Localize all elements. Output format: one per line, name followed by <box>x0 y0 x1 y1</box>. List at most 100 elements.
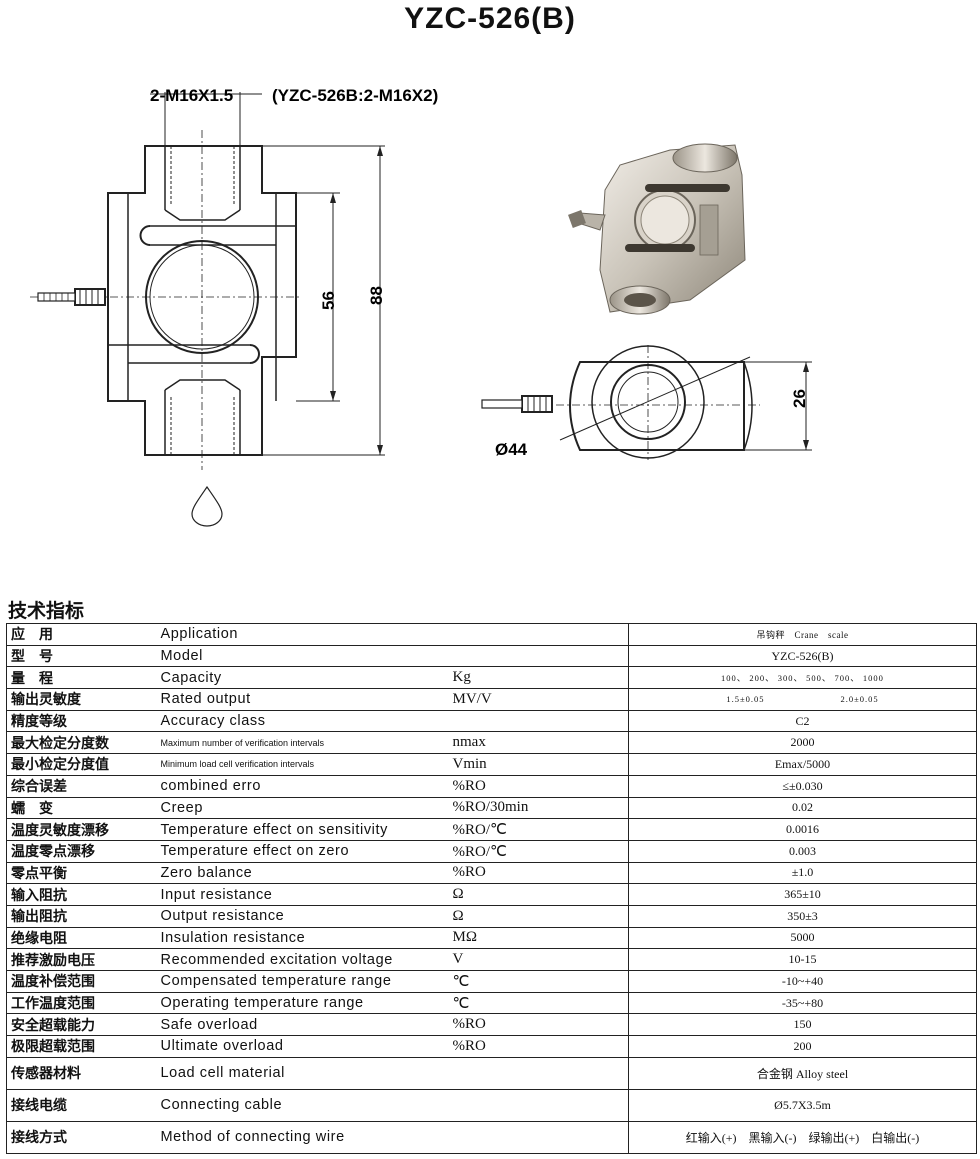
spec-unit <box>448 623 629 646</box>
spec-value: 合金钢 Alloy steel <box>628 1056 977 1090</box>
technical-drawing: 2-M16X1.5 (YZC-526B:2-M16X2) 56 88 26 Ø4… <box>30 86 812 527</box>
spec-value: 10-15 <box>628 948 977 971</box>
spec-name-en: Safe overload <box>156 1013 449 1037</box>
spec-unit: %RO/30min <box>448 796 629 820</box>
spec-name-en: combined erro <box>156 774 449 798</box>
spec-name-en: Maximum number of verification intervals <box>156 731 449 755</box>
dim-56: 56 <box>319 291 338 310</box>
spec-value: 0.0016 <box>628 818 977 841</box>
spec-name-zh: 工作温度范围 <box>6 991 157 1015</box>
spec-value: 红输入(+) 黑输入(-) 绿输出(+) 白输出(-) <box>628 1120 977 1154</box>
spec-name-zh: 绝缘电阻 <box>6 926 157 950</box>
spec-name-en: Application <box>156 623 449 646</box>
dimension-arrows <box>330 146 383 455</box>
spec-value: 0.003 <box>628 839 977 863</box>
spec-name-en: Insulation resistance <box>156 926 449 950</box>
spec-unit: %RO <box>448 861 629 885</box>
spec-unit: nmax <box>448 731 629 755</box>
spec-unit: ℃ <box>448 991 629 1015</box>
spec-name-zh: 型 号 <box>6 644 157 668</box>
spec-name-zh: 输出灵敏度 <box>6 688 157 711</box>
spec-unit: V <box>448 948 629 971</box>
spec-name-en: Creep <box>156 796 449 820</box>
spec-name-en: Ultimate overload <box>156 1035 449 1058</box>
spec-value: -10~+40 <box>628 970 977 993</box>
spec-unit: %RO/℃ <box>448 818 629 841</box>
spec-unit: MΩ <box>448 926 629 950</box>
spec-name-zh: 安全超载能力 <box>6 1013 157 1037</box>
front-view <box>30 92 385 527</box>
spec-name-zh: 零点平衡 <box>6 861 157 885</box>
spec-name-zh: 接线方式 <box>6 1120 157 1154</box>
section-title: 技术指标 <box>8 600 85 622</box>
spec-value: 2000 <box>628 731 977 755</box>
thread-label-b: (YZC-526B:2-M16X2) <box>272 86 438 105</box>
spec-unit: ℃ <box>448 970 629 993</box>
spec-name-en: Operating temperature range <box>156 991 449 1015</box>
spec-name-zh: 蠕 变 <box>6 796 157 820</box>
spec-name-en: Input resistance <box>156 883 449 906</box>
spec-name-zh: 量 程 <box>6 666 157 690</box>
spec-name-en: Capacity <box>156 666 449 690</box>
side-view <box>481 345 812 460</box>
spec-value: C2 <box>628 709 977 733</box>
spec-value: YZC-526(B) <box>628 644 977 668</box>
spec-name-en: Accuracy class <box>156 709 449 733</box>
spec-name-en: Rated output <box>156 688 449 711</box>
spec-value: 吊钩秤 Crane scale <box>628 623 977 646</box>
spec-name-en: Temperature effect on sensitivity <box>156 818 449 841</box>
spec-name-en: Recommended excitation voltage <box>156 948 449 971</box>
page-title: YZC-526(B) <box>404 2 576 35</box>
spec-value: ≤±0.030 <box>628 774 977 798</box>
spec-value: 150 <box>628 1013 977 1037</box>
spec-value: 365±10 <box>628 883 977 906</box>
spec-name-zh: 综合误差 <box>6 774 157 798</box>
load-cell-photo <box>568 143 746 315</box>
dim-44: Ø44 <box>495 440 528 459</box>
spec-unit <box>448 1088 629 1122</box>
spec-name-en: Load cell material <box>156 1056 449 1090</box>
spec-unit <box>448 1056 629 1090</box>
dim-26: 26 <box>790 389 809 408</box>
spec-unit <box>448 1120 629 1154</box>
spec-value: ±1.0 <box>628 861 977 885</box>
spec-name-zh: 输出阻抗 <box>6 904 157 928</box>
spec-unit: %RO <box>448 1035 629 1058</box>
spec-unit: Ω <box>448 883 629 906</box>
spec-name-en: Output resistance <box>156 904 449 928</box>
spec-unit <box>448 709 629 733</box>
spec-name-zh: 极限超载范围 <box>6 1035 157 1058</box>
spec-unit: Vmin <box>448 753 629 776</box>
spec-name-zh: 精度等级 <box>6 709 157 733</box>
spec-value: -35~+80 <box>628 991 977 1015</box>
spec-unit: Ω <box>448 904 629 928</box>
spec-name-en: Method of connecting wire <box>156 1120 449 1154</box>
spec-name-zh: 温度零点漂移 <box>6 839 157 863</box>
spec-name-zh: 温度补偿范围 <box>6 970 157 993</box>
spec-unit <box>448 644 629 668</box>
spec-name-en: Zero balance <box>156 861 449 885</box>
thread-label: 2-M16X1.5 <box>150 86 233 105</box>
spec-name-zh: 最小检定分度值 <box>6 753 157 776</box>
spec-value: 350±3 <box>628 904 977 928</box>
spec-name-en: Minimum load cell verification intervals <box>156 753 449 776</box>
spec-value: Ø5.7X3.5m <box>628 1088 977 1122</box>
